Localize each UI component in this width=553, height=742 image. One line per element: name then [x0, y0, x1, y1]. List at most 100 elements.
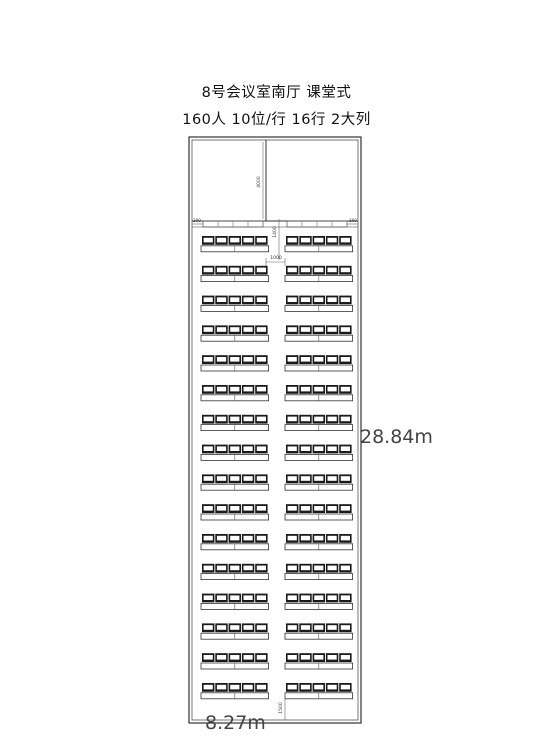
chair-seat [243, 565, 253, 571]
chair-seat [300, 297, 311, 302]
chair-seat [243, 327, 253, 332]
chair-seat [216, 416, 227, 422]
chair-seat [314, 297, 324, 302]
chair-seat [243, 655, 253, 660]
chair-seat [314, 267, 324, 273]
seat-row-block [284, 295, 353, 312]
chair-seat [327, 476, 337, 481]
chair-seat [300, 506, 311, 511]
chair-seat [243, 297, 253, 302]
chair-seat [230, 684, 240, 690]
seat-row-block [284, 653, 353, 670]
chair-seat [340, 386, 350, 392]
chair-seat [314, 535, 324, 541]
chair-seat [256, 386, 266, 392]
chair-seat [216, 446, 227, 451]
chair-seat [340, 237, 350, 243]
chair-seat [300, 476, 311, 481]
room-inner-wall [191, 139, 359, 721]
chair-seat [216, 237, 227, 243]
room-length-label: 28.84m [360, 426, 433, 448]
chair-seat [287, 416, 297, 422]
chair-seat [243, 416, 253, 422]
chair-seat [230, 535, 240, 541]
room-width-label: 8.27m [205, 712, 266, 734]
chair-seat [230, 595, 240, 600]
chair-seat [314, 357, 324, 362]
seat-row-block [200, 444, 269, 461]
chair-seat [243, 595, 253, 600]
chair-seat [300, 595, 311, 600]
dim-label-side-right: 300 [349, 218, 357, 223]
chair-seat [216, 625, 227, 630]
chair-seat [230, 565, 240, 571]
chair-seat [256, 327, 266, 332]
diagram-title: 8号会议室南厅 课堂式 [201, 85, 352, 101]
chair-seat [300, 237, 311, 243]
seat-row-block [284, 265, 353, 283]
dim-label-1500: 1500 [278, 702, 284, 714]
chair-seat [216, 684, 227, 690]
chair-seat [203, 237, 213, 243]
chair-seat [243, 535, 253, 541]
dim-label-aisle: 1000 [270, 255, 282, 261]
chair-seat [340, 506, 350, 511]
seat-row-block [200, 325, 269, 342]
chair-seat [327, 357, 337, 362]
chair-seat [314, 327, 324, 332]
seat-row-block [200, 653, 269, 670]
chair-seat [216, 386, 227, 392]
chair-seat [203, 267, 213, 273]
chair-seat [300, 327, 311, 332]
front-table-right [286, 220, 348, 228]
chair-seat [327, 655, 337, 660]
chair-seat [287, 565, 297, 571]
chair-seat [327, 297, 337, 302]
chair-seat [340, 327, 350, 332]
chair-seat [256, 416, 266, 422]
chair-seat [216, 535, 227, 541]
chair-seat [287, 446, 297, 451]
seat-row-block [200, 474, 269, 491]
chair-seat [314, 655, 324, 660]
chair-seat [243, 386, 253, 392]
chair-seat [287, 535, 297, 541]
chair-seat [256, 476, 266, 481]
chair-seat [256, 655, 266, 660]
chair-seat [327, 267, 337, 273]
chair-seat [327, 237, 337, 243]
chair-seat [287, 506, 297, 511]
chair-seat [243, 684, 253, 690]
chair-seat [203, 535, 213, 541]
chair-seat [203, 684, 213, 690]
chair-seat [230, 237, 240, 243]
seat-row-block [200, 623, 269, 640]
chair-seat [230, 267, 240, 273]
chair-seat [340, 535, 350, 541]
chair-seat [287, 297, 297, 302]
chair-seat [300, 625, 311, 630]
chair-seat [287, 476, 297, 481]
seat-row-block [200, 265, 269, 283]
chair-seat [203, 327, 213, 332]
seat-row-block [200, 593, 269, 610]
chair-seat [230, 446, 240, 451]
seat-row-block [200, 504, 269, 521]
chair-seat [327, 506, 337, 511]
chair-seat [300, 655, 311, 660]
chair-seat [300, 535, 311, 541]
chair-seat [340, 446, 350, 451]
chair-seat [340, 595, 350, 600]
chair-seat [300, 446, 311, 451]
chair-seat [287, 386, 297, 392]
chair-seat [314, 386, 324, 392]
chair-seat [216, 297, 227, 302]
chair-seat [243, 625, 253, 630]
seating-area [200, 236, 353, 700]
seat-row-block [284, 325, 353, 342]
seat-row-block [284, 504, 353, 521]
seat-row-block [284, 623, 353, 640]
seat-row-block [284, 355, 353, 372]
chair-seat [340, 416, 350, 422]
